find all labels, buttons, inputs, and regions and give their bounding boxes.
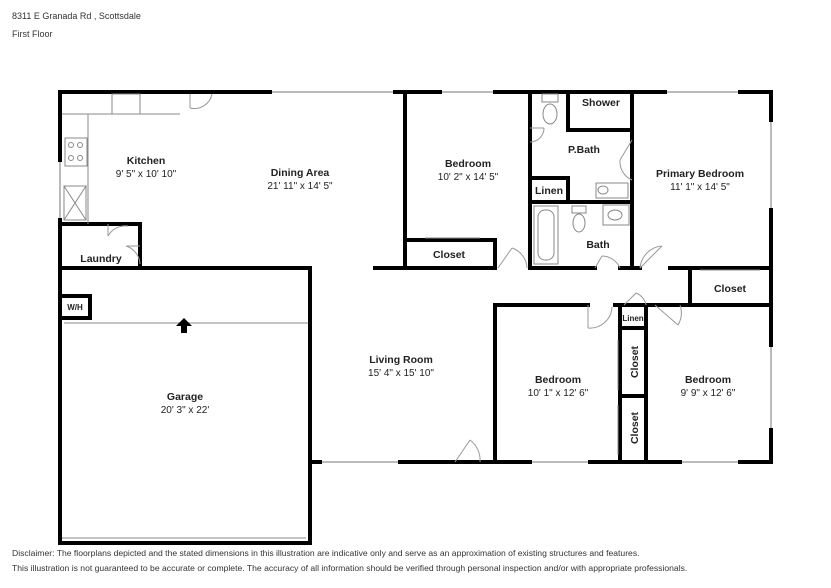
closet1-label: Closet <box>433 249 466 261</box>
bedroom2-dims: 10' 1" x 12' 6" <box>528 388 589 399</box>
bedroom1-dims: 10' 2" x 14' 5" <box>438 172 499 183</box>
walls <box>58 90 773 545</box>
shower-label: Shower <box>582 97 620 109</box>
laundry-label: Laundry <box>80 253 122 265</box>
doors <box>107 93 682 463</box>
linen1-label: Linen <box>535 185 563 197</box>
room-labels: Kitchen 9' 5" x 10' 10" Dining Area 21' … <box>67 97 746 416</box>
bedroom3-dims: 9' 9" x 12' 6" <box>681 388 736 399</box>
windows <box>59 91 772 463</box>
bedroom2-label: Bedroom <box>535 374 581 386</box>
kitchen-dims: 9' 5" x 10' 10" <box>116 169 177 180</box>
disclaimer-line-2: This illustration is not guaranteed to b… <box>12 563 688 573</box>
bath-label: Bath <box>586 239 609 251</box>
floor-label: First Floor <box>12 29 53 39</box>
primary-dims: 11' 1" x 14' 5" <box>670 182 730 193</box>
closet2-label: Closet <box>629 345 641 378</box>
bedroom1-label: Bedroom <box>445 158 491 170</box>
dining-label: Dining Area <box>271 167 330 179</box>
closet3-label: Closet <box>629 411 641 444</box>
living-label: Living Room <box>369 354 433 366</box>
kitchen-label: Kitchen <box>127 155 166 167</box>
disclaimer-line-1: Disclaimer: The floorplans depicted and … <box>12 548 640 558</box>
primary-label: Primary Bedroom <box>656 168 744 180</box>
closet-primary-label: Closet <box>714 283 747 295</box>
wh-label: W/H <box>67 303 83 312</box>
fixtures <box>62 93 760 539</box>
garage-dims: 20' 3" x 22' <box>161 405 210 416</box>
living-dims: 15' 4" x 15' 10" <box>368 368 434 379</box>
pbath-label: P.Bath <box>568 144 600 156</box>
garage-entry-arrow-icon <box>176 318 192 333</box>
garage-label: Garage <box>167 391 203 403</box>
dining-dims: 21' 11" x 14' 5" <box>267 181 333 192</box>
property-address: 8311 E Granada Rd , Scottsdale <box>12 11 141 21</box>
bedroom3-label: Bedroom <box>685 374 731 386</box>
linen2-label: Linen <box>622 314 643 323</box>
